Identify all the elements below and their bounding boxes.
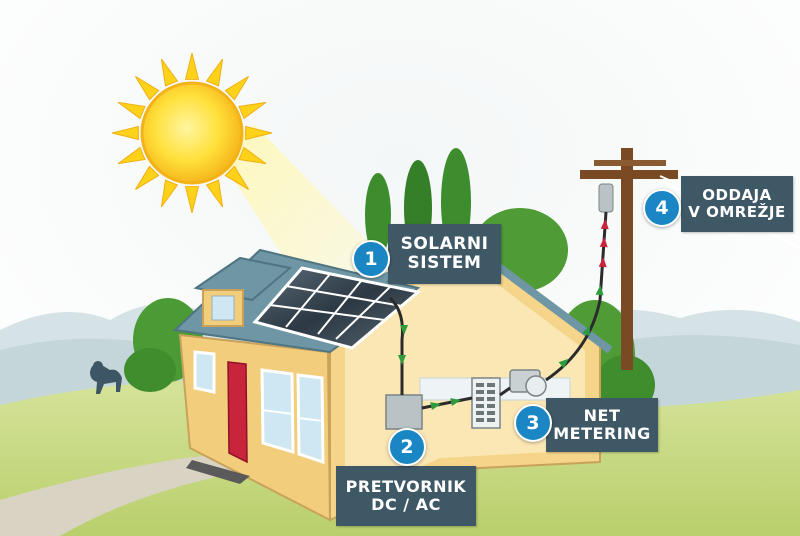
label-net-metering-line2: METERING xyxy=(553,424,651,443)
breaker-switch xyxy=(476,383,484,387)
label-inverter-line1: PRETVORNIK xyxy=(345,477,467,497)
flow-arrow xyxy=(398,355,406,365)
sun-ray xyxy=(238,146,267,165)
breaker-switch xyxy=(487,397,495,401)
flow-arrow xyxy=(599,237,608,248)
breaker-switch xyxy=(487,383,495,387)
sun-ray xyxy=(184,52,200,80)
breaker-switch xyxy=(476,397,484,401)
sun-ray xyxy=(205,179,224,208)
sun-ray xyxy=(205,58,224,87)
sun-ray xyxy=(117,101,146,120)
sun-ray xyxy=(245,125,273,141)
flow-arrow xyxy=(598,257,607,268)
sun-ray xyxy=(184,186,200,214)
flow-arrow xyxy=(600,219,609,230)
flow-arrow xyxy=(450,398,461,406)
step-badge-2: 2 xyxy=(388,428,426,466)
label-inverter-line2: DC / AC xyxy=(371,495,441,514)
sun-icon xyxy=(111,52,273,214)
step-badge-1: 1 xyxy=(352,240,390,278)
label-grid-export: ODDAJA V OMREŽJE xyxy=(681,176,793,232)
label-inverter: PRETVORNIK DC / AC xyxy=(336,466,476,526)
inverter-box xyxy=(385,394,423,430)
sun-ray xyxy=(160,58,179,87)
wiring xyxy=(388,211,608,410)
flow-arrow xyxy=(595,285,604,296)
sun-ray xyxy=(238,101,267,120)
flow-arrow xyxy=(430,402,441,410)
sun-ray xyxy=(224,76,249,101)
path-walkway xyxy=(0,455,250,536)
sun-ray xyxy=(117,146,146,165)
flow-arrow xyxy=(582,325,591,337)
label-solar-system: SOLARNI SISTEM xyxy=(388,224,501,284)
breaker-switch xyxy=(476,404,484,408)
breaker-switch xyxy=(487,404,495,408)
sun-ray xyxy=(135,165,160,190)
breaker-switch xyxy=(476,390,484,394)
flow-arrow xyxy=(400,325,408,335)
flow-arrows xyxy=(398,219,609,410)
label-solar-system-line2: SISTEM xyxy=(407,253,482,273)
sun-ray xyxy=(224,165,249,190)
breaker-switch xyxy=(487,418,495,422)
sun-ray xyxy=(135,76,160,101)
breaker-switch xyxy=(476,411,484,415)
breaker-switch xyxy=(487,390,495,394)
breaker-switch xyxy=(476,418,484,422)
sun-ray xyxy=(111,125,139,141)
label-grid-export-line1: ODDAJA xyxy=(702,186,772,205)
label-net-metering: NET METERING xyxy=(546,398,658,452)
breaker-switch xyxy=(487,411,495,415)
flow-arrow xyxy=(558,358,569,369)
sun-ray xyxy=(160,179,179,208)
solar-panels xyxy=(252,266,422,350)
step-badge-3: 3 xyxy=(514,404,552,442)
label-grid-export-line2: V OMREŽJE xyxy=(688,203,786,221)
label-solar-system-line1: SOLARNI xyxy=(400,233,489,254)
label-net-metering-line1: NET xyxy=(583,406,621,426)
dog-silhouette xyxy=(90,361,122,394)
step-badge-4: 4 xyxy=(643,189,681,227)
